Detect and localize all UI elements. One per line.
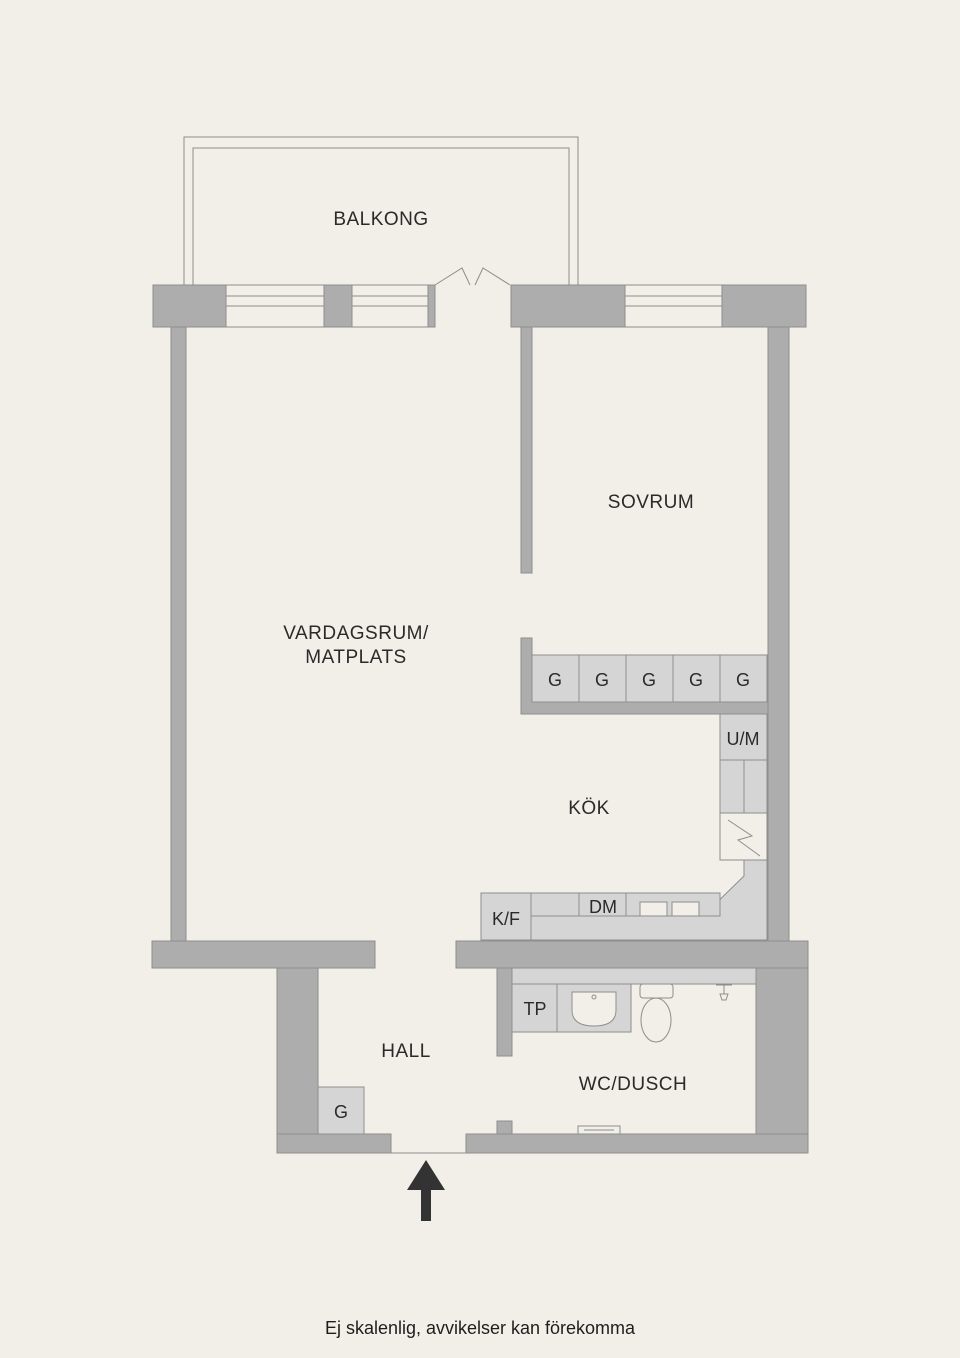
kitchen-counter: U/M K/F DM [480,713,768,941]
chimney-zigzag [727,819,761,857]
wardrobe-label: G [548,670,562,690]
mid-wall-left [151,940,376,969]
room-label-balcony: BALKONG [333,209,428,230]
wardrobe-label: G [595,670,609,690]
bedroom-partition [520,326,533,574]
hall-wardrobe-label: G [334,1102,348,1122]
toilet-tank [639,983,674,999]
bath-partition-stub [496,1120,513,1135]
bottom-wall-right [465,1133,809,1154]
room-label-living-line1: VARDAGSRUM/ [283,623,429,644]
wardrobe-label: G [689,670,703,690]
toilet-icon [640,997,672,1043]
left-wall [170,326,187,942]
sink-icon [571,991,617,1027]
bathroom-fixtures: TP [511,967,757,1135]
mid-wall-right [455,940,809,969]
balcony-door [434,267,511,286]
dishwasher-label: DM [589,897,617,917]
room-label-living-line2: MATPLATS [305,647,406,668]
entrance-arrow-icon [407,1160,445,1221]
bath-right-wall [755,967,809,1154]
fridge-freezer-label: K/F [492,909,520,929]
disclaimer-text: Ej skalenlig, avvikelser kan förekomma [324,1318,636,1338]
hob-1 [639,901,668,917]
room-label-bedroom: SOVRUM [608,492,694,513]
dishwasher [578,892,627,917]
wardrobe-label: G [642,670,656,690]
washer-label: TP [523,999,546,1019]
shower-icon [716,984,732,1001]
hob-2 [671,901,700,917]
wardrobe-label: G [736,670,750,690]
room-label-kitchen: KÖK [568,798,610,819]
hall-wardrobe [317,1086,365,1135]
oven-micro-label: U/M [727,729,760,749]
wardrobe-wall [520,637,769,715]
top-wall [152,284,807,328]
bedroom-wardrobes: G G G G G [531,654,768,703]
room-label-hall: HALL [381,1041,431,1062]
chimney-shaft [719,812,768,861]
bottom-wall-left [276,1133,392,1154]
balcony [183,136,579,285]
bath-partition [496,967,513,1057]
right-wall [767,326,790,942]
hall-left-wall [276,967,319,1154]
washer [511,983,558,1033]
room-label-bathroom: WC/DUSCH [579,1074,688,1095]
